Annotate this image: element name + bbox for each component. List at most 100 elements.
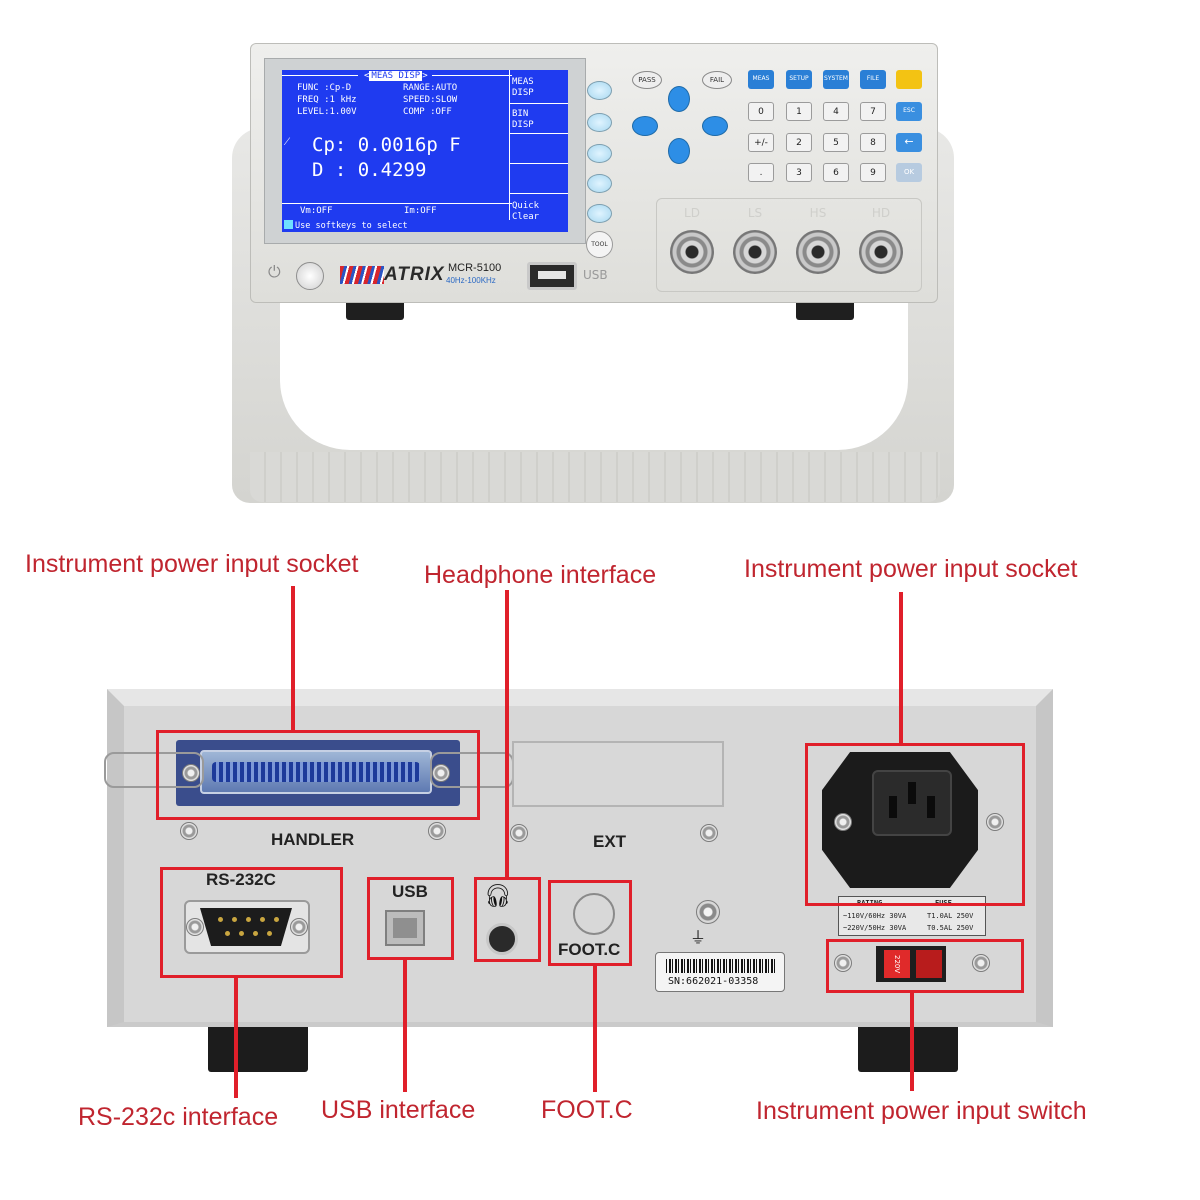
lcd-secondary-reading: D : 0.4299 <box>312 159 427 181</box>
lcd-primary-reading: Cp: 0.0016p F <box>312 134 461 156</box>
voltage-switch-right <box>916 950 942 978</box>
terminal-label-ld: LD <box>684 206 700 220</box>
lcd-speed: SPEED:SLOW <box>403 95 458 105</box>
ground-terminal[interactable] <box>696 900 720 924</box>
handle-opening <box>280 300 908 450</box>
bnc-ls-connector[interactable] <box>733 230 777 274</box>
arrow-down-button[interactable] <box>668 138 690 164</box>
lcd-freq: FREQ :1 kHz <box>297 95 357 105</box>
tool-button[interactable]: TOOL <box>586 231 613 258</box>
screw <box>972 954 990 972</box>
screw <box>432 764 450 782</box>
softkey-5[interactable] <box>587 204 612 223</box>
rear-foot-left <box>208 1024 308 1072</box>
screw <box>834 954 852 972</box>
fail-indicator: FAIL <box>702 71 732 89</box>
key-9[interactable]: 9 <box>860 163 886 182</box>
key-plus-minus[interactable]: +/- <box>748 133 774 152</box>
lcd-level: LEVEL:1.00V <box>297 107 357 117</box>
terminal-label-hd: HD <box>871 206 891 220</box>
softkey-3[interactable] <box>587 144 612 163</box>
front-usb-port[interactable] <box>527 262 577 290</box>
socket-pin <box>889 796 897 818</box>
leader-headphone <box>505 590 509 878</box>
front-usb-label: USB <box>583 268 608 282</box>
headphone-jack[interactable] <box>486 923 518 955</box>
key-0[interactable]: 0 <box>748 102 774 121</box>
softkey-4[interactable] <box>587 174 612 193</box>
softkey-2[interactable] <box>587 113 612 132</box>
rear-usb-label: USB <box>392 882 428 901</box>
ext-label: EXT <box>593 832 627 851</box>
barcode <box>666 959 776 973</box>
lcd-cursor: ⁄ <box>286 134 289 148</box>
key-1[interactable]: 1 <box>786 102 812 121</box>
screw <box>700 824 718 842</box>
backspace-key[interactable]: ← <box>896 133 922 152</box>
leader-usb <box>403 960 407 1092</box>
rear-bevel <box>107 689 1053 1027</box>
key-4[interactable]: 4 <box>823 102 849 121</box>
handler-latch-left <box>104 752 204 788</box>
lcd-display: <MEAS DISP> FUNC :Cp-D FREQ :1 kHz LEVEL… <box>282 70 568 232</box>
handle-grip <box>250 452 940 502</box>
callout-power-socket-left: Instrument power input socket <box>25 550 359 578</box>
key-3[interactable]: 3 <box>786 163 812 182</box>
key-dot[interactable]: . <box>748 163 774 182</box>
callout-power-socket-right: Instrument power input socket <box>744 555 1078 583</box>
callout-rs232: RS-232c interface <box>78 1103 279 1131</box>
callout-footc: FOOT.C <box>541 1096 633 1124</box>
bnc-hd-connector[interactable] <box>859 230 903 274</box>
lcd-range: RANGE:AUTO <box>403 83 458 93</box>
highlight-power-switch <box>826 939 1024 993</box>
brand-logo: ATRIX <box>384 264 445 285</box>
voltage-switch[interactable]: 220V <box>884 950 910 978</box>
front-foot-right <box>796 298 854 320</box>
front-foot-left <box>346 298 404 320</box>
power-button[interactable] <box>296 262 324 290</box>
meas-key[interactable]: MEAS <box>748 70 774 89</box>
arrow-right-button[interactable] <box>702 116 728 136</box>
rs232-port[interactable] <box>200 908 292 946</box>
ok-key[interactable]: OK <box>896 163 922 182</box>
highlight-usb <box>367 877 454 960</box>
screw <box>186 918 204 936</box>
key-2[interactable]: 2 <box>786 133 812 152</box>
key-8[interactable]: 8 <box>860 133 886 152</box>
file-key[interactable]: FILE <box>860 70 886 89</box>
leader-power-switch <box>910 993 914 1091</box>
arrow-left-button[interactable] <box>632 116 658 136</box>
ground-icon: ⏚ <box>690 928 707 947</box>
leader-rs232 <box>234 978 238 1098</box>
terminal-label-ls: LS <box>747 206 763 220</box>
socket-pin <box>927 796 935 818</box>
lcd-status-bar: Use softkeys to select <box>282 220 514 232</box>
model-number: MCR-5100 <box>448 262 502 274</box>
bnc-hs-connector[interactable] <box>796 230 840 274</box>
callout-usb: USB interface <box>321 1096 476 1124</box>
screw <box>834 813 852 831</box>
screw <box>428 822 446 840</box>
foot-switch-jack[interactable] <box>573 893 615 935</box>
rear-usb-port[interactable] <box>385 910 425 946</box>
highlight-rs232 <box>160 867 343 978</box>
terminal-panel <box>656 198 922 292</box>
bnc-ld-connector[interactable] <box>670 230 714 274</box>
power-icon: ⏻ <box>268 262 281 281</box>
key-7[interactable]: 7 <box>860 102 886 121</box>
setup-key[interactable]: SETUP <box>786 70 812 89</box>
highlight-footc <box>548 880 632 966</box>
key-5[interactable]: 5 <box>823 133 849 152</box>
socket-pin <box>908 782 916 804</box>
screw <box>182 764 200 782</box>
pass-indicator: PASS <box>632 71 662 89</box>
softkey-1[interactable] <box>587 81 612 100</box>
system-key[interactable]: SYSTEM <box>823 70 849 89</box>
shift-key[interactable] <box>896 70 922 89</box>
arrow-up-button[interactable] <box>668 86 690 112</box>
key-6[interactable]: 6 <box>823 163 849 182</box>
serial-number: SN:662021-03358 <box>668 976 759 987</box>
esc-key[interactable]: ESC <box>896 102 922 121</box>
